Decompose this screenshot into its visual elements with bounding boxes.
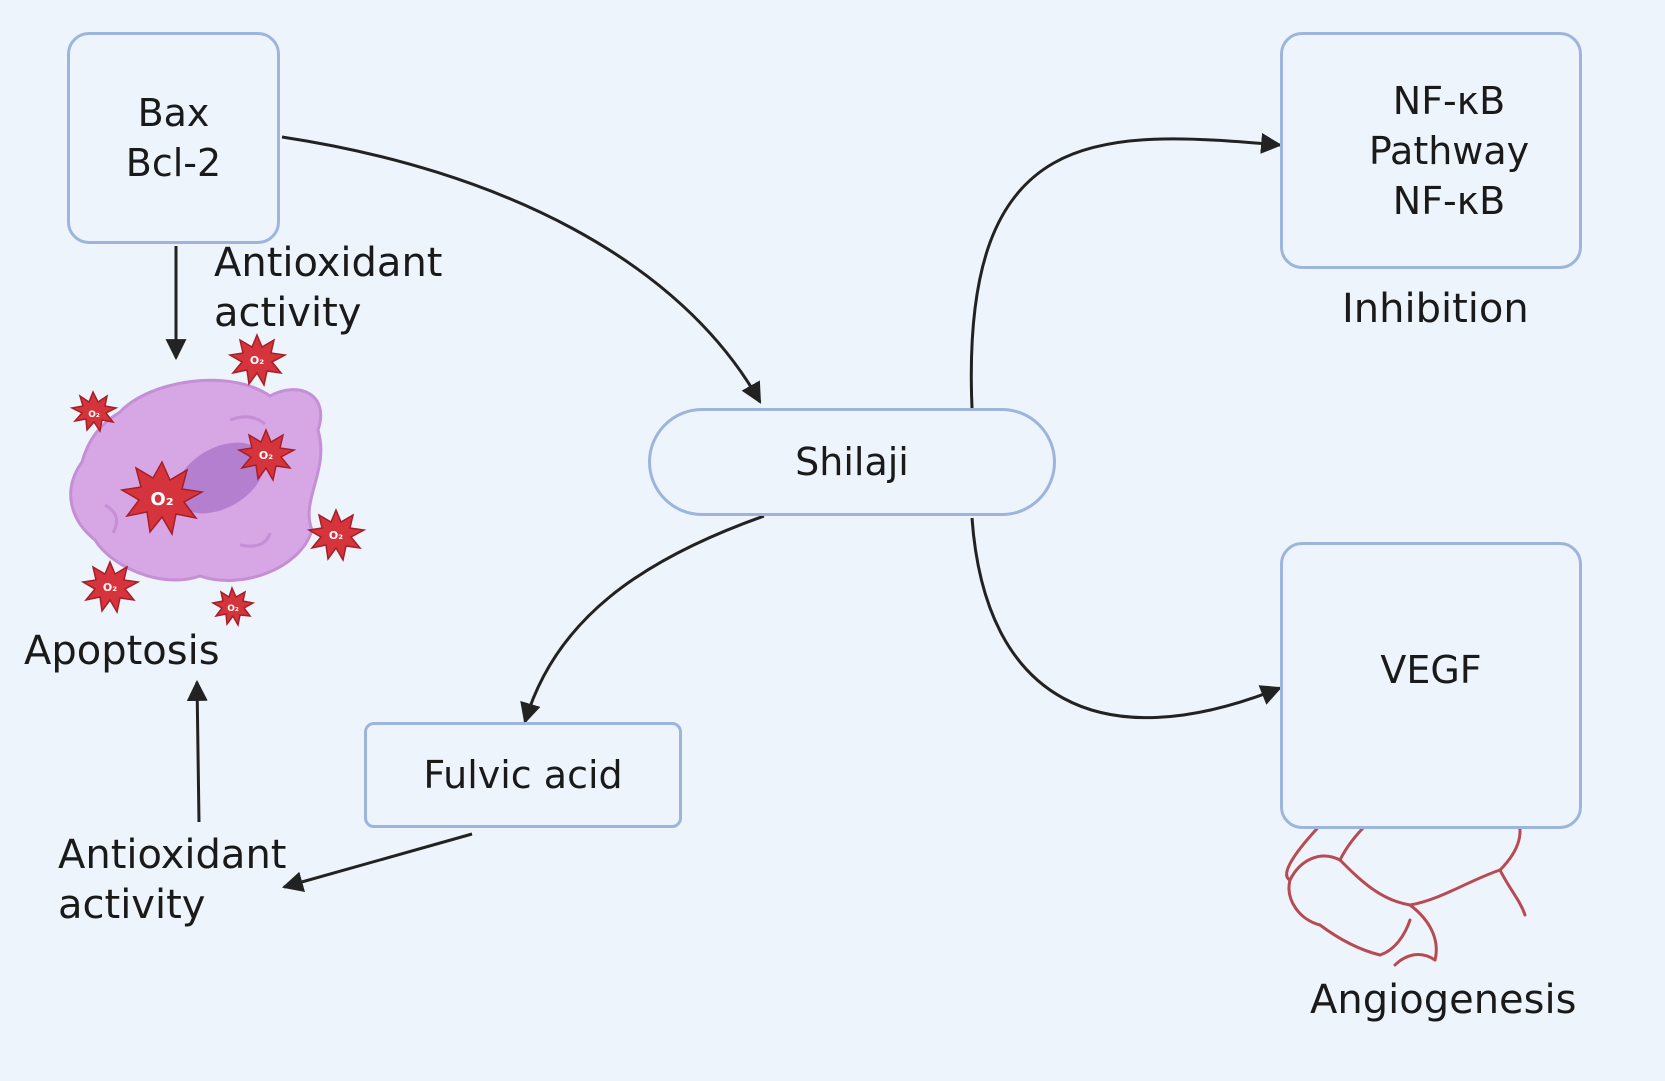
arrow-shilaji-to-fulvic bbox=[520, 514, 765, 725]
arrow-shilaji-to-nfkb bbox=[969, 132, 1283, 409]
ros-label: O₂ bbox=[329, 529, 343, 542]
ros-label: O₂ bbox=[150, 489, 173, 510]
ros-label: O₂ bbox=[88, 410, 100, 420]
fulvic-acid-label: Fulvic acid bbox=[423, 753, 623, 797]
nfkb-pathway-box: NF-κB Pathway NF-κB bbox=[1280, 32, 1582, 269]
shilaji-label: Shilaji bbox=[795, 440, 909, 484]
ros-star-icon bbox=[119, 460, 205, 537]
vegf-label: VEGF bbox=[1380, 648, 1482, 692]
arrow-fulvic-to-antioxidant bbox=[281, 832, 473, 892]
bax-label: Bax bbox=[137, 91, 210, 135]
ros-star-icon bbox=[80, 560, 141, 615]
nfkb-upper-label: NF-κB bbox=[1392, 78, 1506, 123]
apoptosis-label: Apoptosis bbox=[24, 628, 220, 674]
ros-star-icon bbox=[210, 585, 256, 628]
ros-label: O₂ bbox=[103, 581, 117, 594]
antioxidant-activity-label-bottom: Antioxidant activity bbox=[58, 832, 287, 928]
vegf-box: VEGF bbox=[1280, 542, 1582, 829]
arrow-antioxidant-to-apoptosis bbox=[186, 679, 208, 823]
ros-star-icon bbox=[306, 508, 367, 563]
ros-label: O₂ bbox=[250, 354, 264, 367]
shilaji-node: Shilaji bbox=[648, 408, 1056, 516]
fulvic-acid-box: Fulvic acid bbox=[364, 722, 682, 828]
arrow-shilaji-to-vegf bbox=[970, 517, 1282, 720]
ros-star-icon bbox=[69, 390, 119, 433]
ros-star-icon bbox=[236, 428, 297, 483]
ros-label: O₂ bbox=[227, 604, 239, 614]
inhibition-label: Inhibition bbox=[1342, 286, 1529, 332]
ros-star-icon bbox=[227, 333, 288, 388]
antioxidant-activity-label-top: Antioxidant activity bbox=[214, 240, 443, 336]
arrow-bax-to-shilaji bbox=[281, 135, 762, 404]
angiogenesis-label: Angiogenesis bbox=[1310, 977, 1577, 1023]
nfkb-lower-label: NF-κB bbox=[1392, 178, 1506, 223]
bcl2-label: Bcl-2 bbox=[125, 141, 222, 185]
pathway-label: Pathway bbox=[1368, 128, 1530, 173]
ros-label: O₂ bbox=[259, 449, 273, 462]
bax-bcl2-box: Bax Bcl-2 bbox=[67, 32, 280, 244]
